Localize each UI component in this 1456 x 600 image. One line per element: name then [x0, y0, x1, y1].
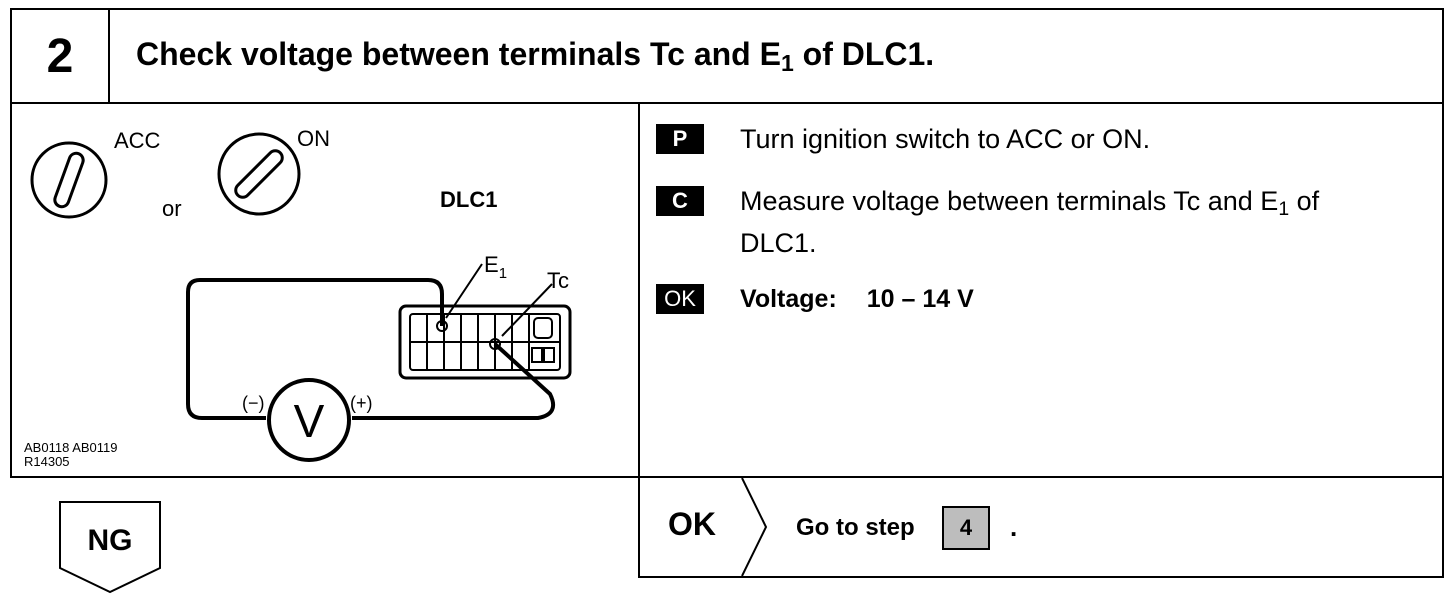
chevron-divider-icon [741, 478, 768, 576]
ok-result-box: OK Go to step 4 . [638, 476, 1444, 578]
instruction-p-text: Turn ignition switch to ACC or ON. [740, 124, 1151, 154]
badge-p: P [656, 124, 704, 154]
step-number-box: 2 [10, 8, 110, 104]
ng-arrow-icon [59, 501, 161, 594]
ignition-on-icon [217, 132, 301, 216]
minus-label: (−) [242, 393, 265, 413]
ignition-acc-icon [30, 141, 108, 219]
voltmeter-label: V [294, 395, 325, 447]
wiring-diagram: ACC or ON DLC1 E1 [24, 126, 572, 469]
dlc-label: DLC1 [440, 187, 497, 212]
tc-label: Tc [547, 268, 569, 293]
negative-wire [186, 278, 444, 420]
reference-code-1: AB0118 AB0119 [24, 440, 118, 455]
ng-label: NG [87, 524, 133, 557]
step-number: 2 [46, 29, 74, 83]
step-4-link[interactable]: 4 [942, 506, 990, 550]
on-label: ON [297, 126, 330, 151]
badge-c: C [656, 186, 704, 216]
e1-label: E1 [484, 252, 507, 282]
diagram-panel: ACC or ON DLC1 E1 [10, 102, 640, 478]
ok-suffix: . [1010, 512, 1018, 542]
plus-label: (+) [350, 393, 373, 413]
step-title: Check voltage between terminals Tc and E… [108, 8, 1444, 104]
instruction-ok-text: Voltage:10 – 14 V [740, 285, 974, 313]
positive-wire [352, 342, 555, 420]
dlc1-connector [398, 304, 572, 380]
acc-label: ACC [114, 128, 161, 153]
badge-ok: OK [656, 284, 704, 314]
instruction-c-text: Measure voltage between terminals Tc and… [740, 186, 1320, 258]
title-text: Check voltage between terminals Tc and E… [136, 35, 935, 76]
instructions-panel: P Turn ignition switch to ACC or ON. C M… [638, 102, 1444, 478]
or-label: or [162, 196, 182, 221]
reference-code-2: R14305 [24, 454, 70, 469]
voltmeter-icon [267, 378, 351, 462]
ok-label: OK [668, 506, 716, 542]
go-to-step-text: Go to step [796, 514, 915, 541]
